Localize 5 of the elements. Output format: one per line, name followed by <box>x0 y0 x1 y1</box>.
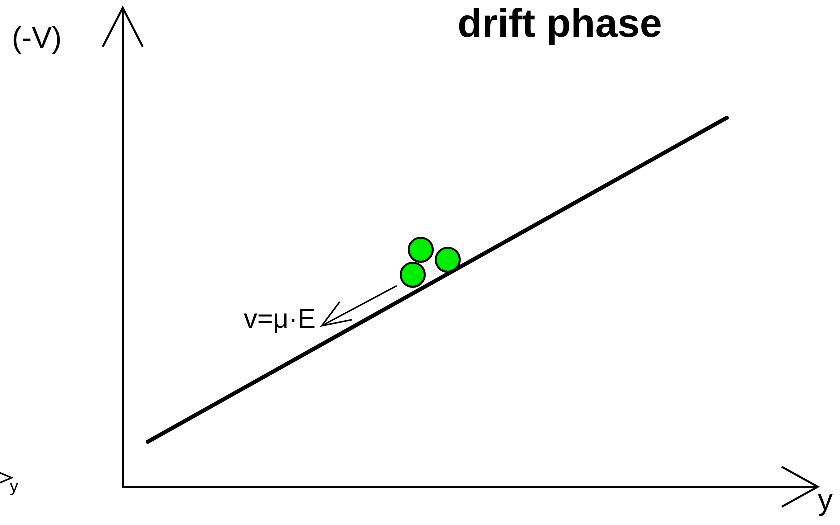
axis-label: (-V) <box>12 24 62 54</box>
axis-label: y <box>10 478 18 495</box>
title: drift phase <box>458 4 662 44</box>
formula-label: v=μ·E <box>244 306 316 333</box>
axis-label: y <box>818 486 833 516</box>
